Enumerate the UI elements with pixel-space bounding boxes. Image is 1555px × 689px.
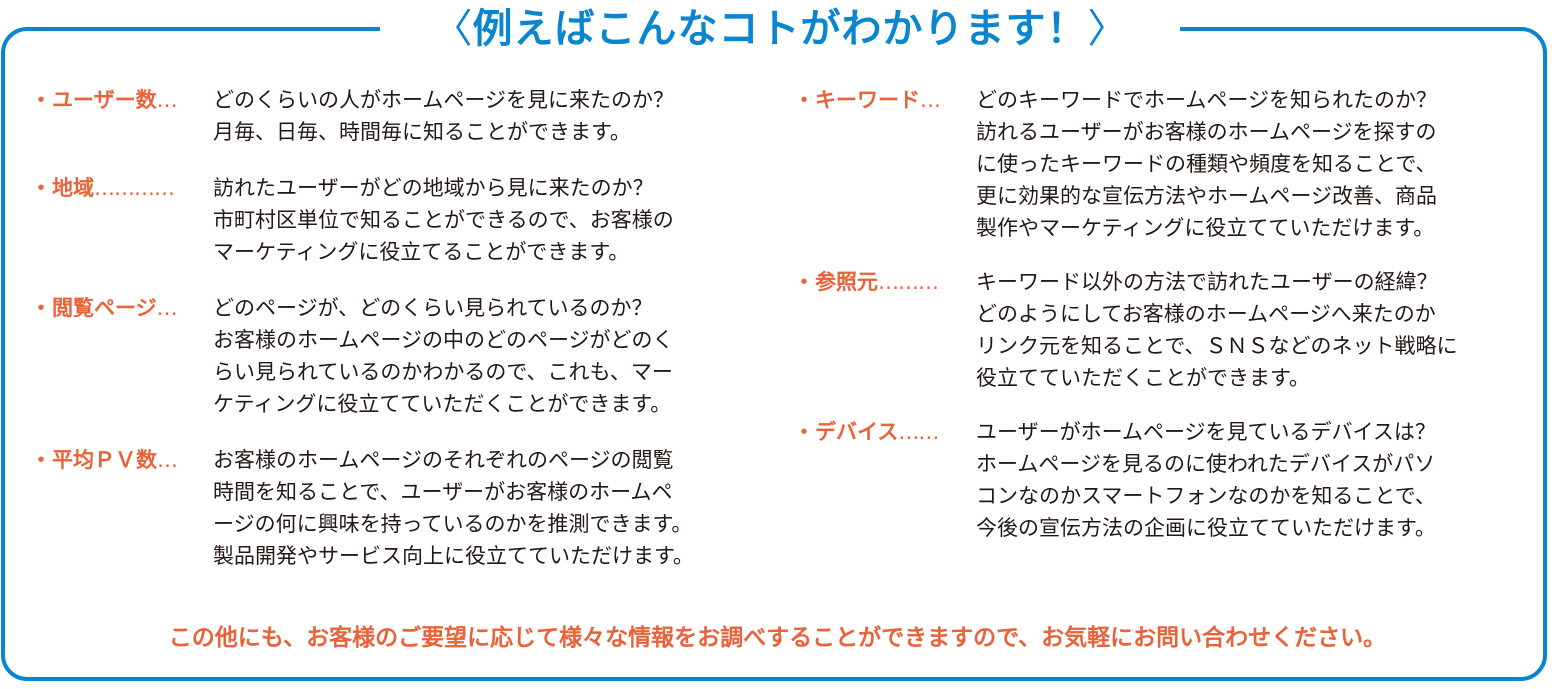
description-line: どのページが、どのくらい見られているのか？: [213, 296, 653, 320]
left-bracket-icon: 〈: [432, 6, 473, 52]
bullet-icon: ・: [793, 88, 815, 112]
term-text: ユーザー数: [52, 88, 157, 112]
dot-leader: …: [920, 88, 940, 112]
term-label: ・ 地域 …………: [30, 172, 213, 204]
description-line: コンなのかスマートフォンなのかを知ることで、: [976, 484, 1436, 508]
term-label: ・ キーワード …: [793, 84, 976, 116]
description: お客様のホームページのそれぞれのページの閲覧 時間を知ることで、ユーザーがお客様…: [213, 444, 694, 572]
term-text: キーワード: [815, 88, 920, 112]
header: 〈 例えばこんなコトがわかります！ 〉: [380, 0, 1180, 58]
description-line: ージの何に興味を持っているのかを推測できます。: [213, 512, 693, 536]
description-line: リンク元を知ることで、ＳＮＳなどのネット戦略に: [976, 334, 1458, 358]
description-line: 月毎、日毎、時間毎に知ることができます。: [213, 120, 631, 144]
description: ユーザーがホームページを見ているデバイスは？ ホームページを見るのに使われたデバ…: [976, 416, 1436, 544]
bullet-icon: ・: [793, 420, 815, 444]
description-line: 訪れるユーザーがお客様のホームページを探すの: [976, 120, 1437, 144]
dot-leader: …: [156, 296, 177, 320]
description-line: ホームページを見るのに使われたデバイスがパソ: [976, 452, 1436, 476]
footer-note: この他にも、お客様のご要望に応じて様々な情報をお調べすることができますので、お気…: [168, 625, 1387, 651]
description-line: どのようにしてお客様のホームページへ来たのか: [976, 302, 1436, 326]
term-text: 閲覧ページ: [52, 296, 157, 320]
term-label: ・ 閲覧ページ …: [30, 292, 213, 324]
item-users: ・ ユーザー数 … どのくらいの人がホームページを見に来たのか？ 月毎、日毎、時…: [30, 84, 790, 148]
description-line: 今後の宣伝方法の企画に役立てていただけます。: [976, 516, 1436, 540]
right-bracket-icon: 〉: [1087, 6, 1128, 52]
description: キーワード以外の方法で訪れたユーザーの経緯？ どのようにしてお客様のホームページ…: [976, 266, 1458, 394]
term-label: ・ ユーザー数 …: [30, 84, 213, 116]
bullet-icon: ・: [30, 88, 52, 112]
term-label: ・ 参照元 ………: [793, 266, 976, 298]
dot-leader: …………: [94, 176, 174, 200]
description: どのキーワードでホームページを知られたのか？ 訪れるユーザーがお客様のホームペー…: [976, 84, 1437, 244]
item-viewed-pages: ・ 閲覧ページ … どのページが、どのくらい見られているのか？ お客様のホームペ…: [30, 292, 790, 420]
page-title: 例えばこんなコトがわかります！: [472, 6, 1088, 52]
term-text: 参照元: [815, 270, 878, 294]
description: どのページが、どのくらい見られているのか？ お客様のホームページの中のどのページ…: [213, 292, 674, 420]
description-line: 役立てていただくことができます。: [976, 366, 1310, 390]
description-line: ユーザーがホームページを見ているデバイスは？: [976, 420, 1436, 444]
term-label: ・ 平均ＰＶ数 …: [30, 444, 213, 476]
item-device: ・ デバイス …… ユーザーがホームページを見ているデバイスは？ ホームページを…: [793, 416, 1533, 544]
description-line: キーワード以外の方法で訪れたユーザーの経緯？: [976, 270, 1438, 294]
description-line: お客様のホームページのそれぞれのページの閲覧: [213, 448, 674, 472]
dot-leader: ……: [898, 420, 939, 444]
item-keyword: ・ キーワード … どのキーワードでホームページを知られたのか？ 訪れるユーザー…: [793, 84, 1533, 244]
dot-leader: …: [157, 448, 177, 472]
bullet-icon: ・: [30, 176, 52, 200]
term-text: デバイス: [815, 420, 899, 444]
description-line: 訪れたユーザーがどの地域から見に来たのか？: [213, 176, 654, 200]
item-referrer: ・ 参照元 ……… キーワード以外の方法で訪れたユーザーの経緯？ どのようにして…: [793, 266, 1533, 394]
term-text: 地域: [52, 176, 94, 200]
item-region: ・ 地域 ………… 訪れたユーザーがどの地域から見に来たのか？ 市町村区単位で知…: [30, 172, 790, 268]
description: どのくらいの人がホームページを見に来たのか？ 月毎、日毎、時間毎に知ることができ…: [213, 84, 674, 148]
description-line: マーケティングに役立てることができます。: [213, 240, 630, 264]
description-line: どのくらいの人がホームページを見に来たのか？: [213, 88, 674, 112]
description-line: 更に効果的な宣伝方法やホームページ改善、商品: [976, 184, 1437, 208]
dot-leader: ………: [878, 270, 938, 294]
description-line: 時間を知ることで、ユーザーがお客様のホームペ: [213, 480, 673, 504]
bullet-icon: ・: [30, 296, 52, 320]
description-line: に使ったキーワードの種類や頻度を知ることで、: [976, 152, 1437, 176]
description: 訪れたユーザーがどの地域から見に来たのか？ 市町村区単位で知ることができるので、…: [213, 172, 674, 268]
right-column: ・ キーワード … どのキーワードでホームページを知られたのか？ 訪れるユーザー…: [793, 84, 1533, 544]
bullet-icon: ・: [793, 270, 815, 294]
description-line: 市町村区単位で知ることができるので、お客様の: [213, 208, 674, 232]
description-line: 製作やマーケティングに役立てていただけます。: [976, 216, 1435, 240]
description-line: らい見られているのかわかるので、これも、マー: [213, 360, 673, 384]
description-line: 製品開発やサービス向上に役立てていただけます。: [213, 544, 694, 568]
description-line: お客様のホームページの中のどのページがどのく: [213, 328, 674, 352]
term-label: ・ デバイス ……: [793, 416, 976, 448]
term-text: 平均ＰＶ数: [52, 448, 157, 472]
bullet-icon: ・: [30, 448, 52, 472]
dot-leader: …: [156, 88, 177, 112]
left-column: ・ ユーザー数 … どのくらいの人がホームページを見に来たのか？ 月毎、日毎、時…: [30, 84, 790, 572]
item-average-pv: ・ 平均ＰＶ数 … お客様のホームページのそれぞれのページの閲覧 時間を知ること…: [30, 444, 790, 572]
description-line: ケティングに役立てていただくことができます。: [213, 392, 672, 416]
description-line: どのキーワードでホームページを知られたのか？: [976, 88, 1437, 112]
